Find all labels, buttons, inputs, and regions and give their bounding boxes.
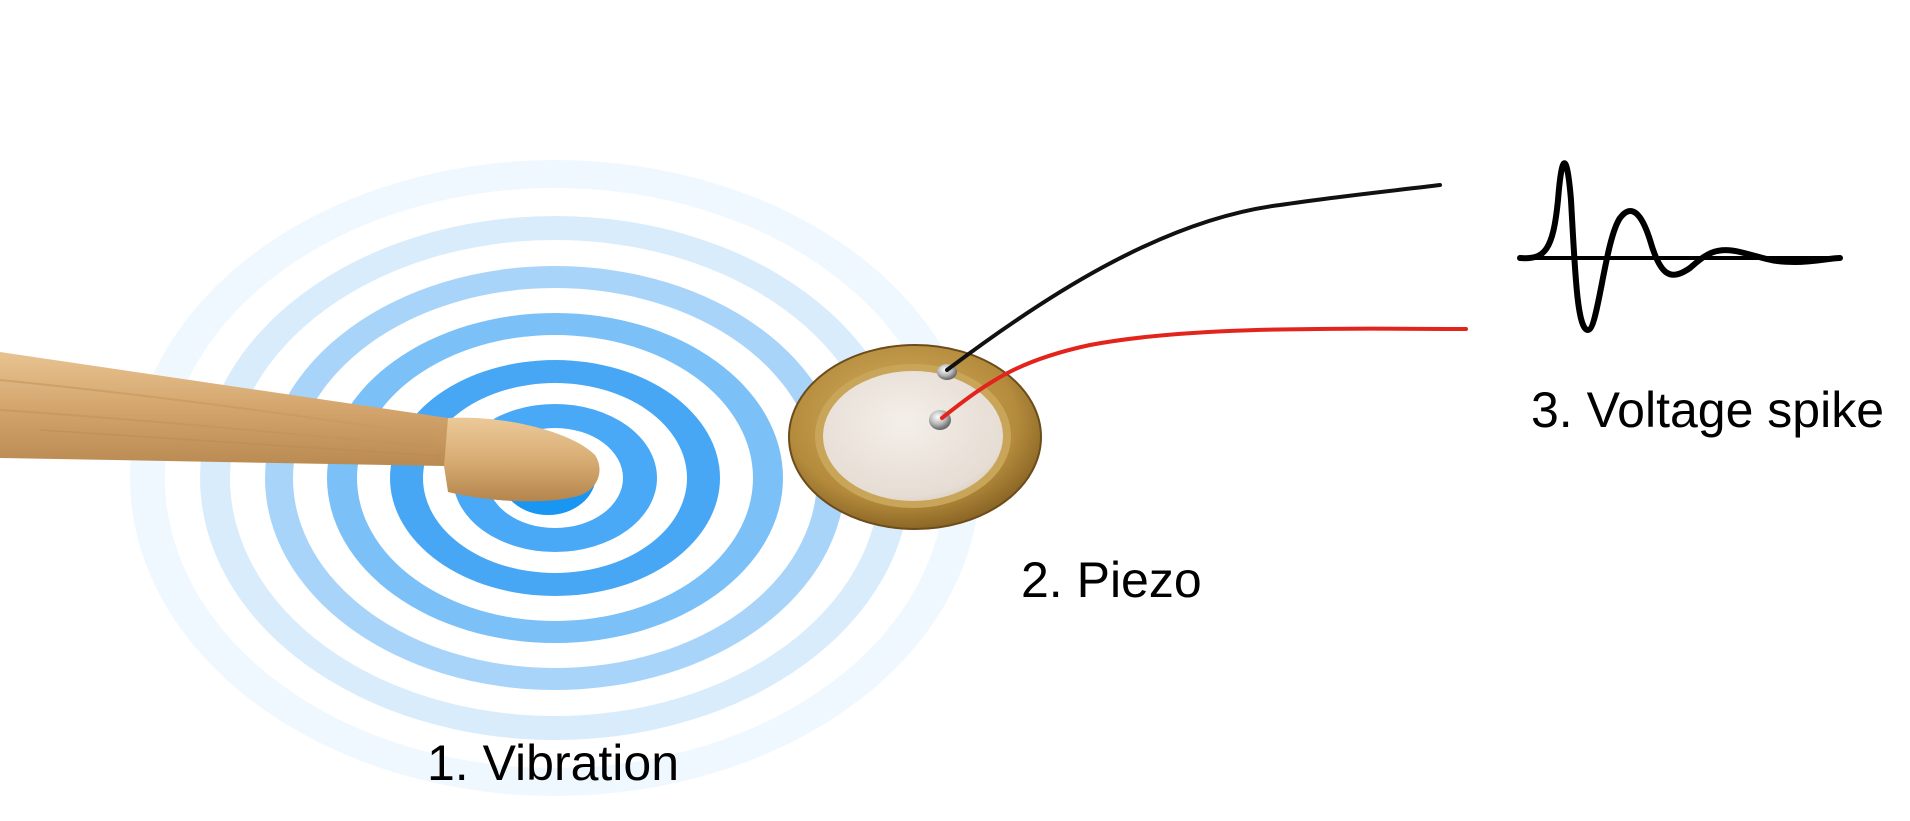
piezo-label: 2. Piezo	[1021, 552, 1202, 608]
drumstick-tip	[444, 417, 600, 502]
drumstick-grain	[39, 429, 441, 457]
wire-red	[940, 326, 1468, 420]
drumstick-icon	[0, 352, 600, 502]
waveform-line	[1517, 160, 1843, 333]
wire-black	[945, 183, 1442, 372]
voltage-spike-waveform-icon	[1517, 160, 1843, 333]
voltage-spike-label: 3. Voltage spike	[1531, 382, 1885, 438]
piezo-disc-icon	[788, 344, 1042, 530]
drumstick-grain	[0, 409, 451, 449]
vibration-label: 1. Vibration	[427, 735, 680, 791]
drumstick-grain	[0, 379, 451, 439]
piezo-wires	[940, 183, 1468, 420]
